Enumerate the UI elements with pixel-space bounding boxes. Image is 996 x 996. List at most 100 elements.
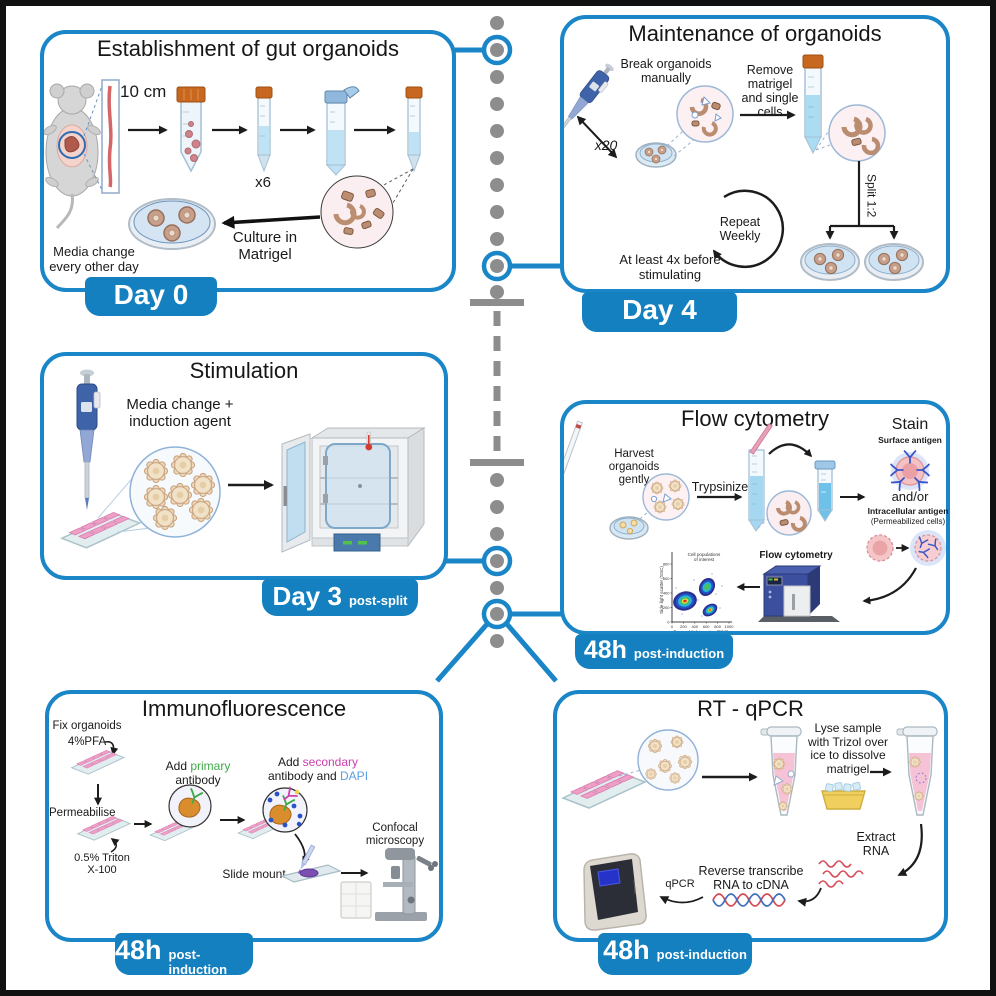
svg-text:0: 0 (671, 624, 674, 629)
svg-text:600: 600 (663, 576, 670, 581)
surface-antigen-label: Surface antigen (878, 435, 942, 445)
svg-text:0: 0 (667, 620, 670, 625)
density-cluster (702, 603, 718, 617)
svg-text:400: 400 (691, 624, 698, 629)
confocal-microscope-icon (340, 848, 438, 921)
panel-establishment: Establishment of gut organoids (40, 30, 456, 292)
incubator-icon (281, 427, 426, 553)
trypsin-tube-icon (748, 423, 773, 532)
timeline-dots (490, 16, 504, 648)
svg-text:800: 800 (663, 562, 670, 567)
split-branch-lines (830, 161, 894, 228)
density-cluster (698, 577, 716, 597)
rna-strands-icon (818, 860, 864, 888)
maintenance-illustration (564, 54, 924, 281)
magnify-line (639, 510, 650, 520)
chamber-slide-icon (78, 816, 130, 840)
magnify-line (97, 473, 137, 519)
panel-immunofluorescence-title: Immunofluorescence (141, 696, 347, 721)
petri-dish-icon (128, 198, 216, 250)
pfa-label: 4%PFA (67, 736, 107, 748)
chamber-slide-icon (72, 750, 124, 774)
split-ratio-label: Split 1:2 (864, 174, 879, 218)
x-tick-labels: 0 200 400 600 800 1000 (671, 624, 734, 629)
double-arrow-icon (576, 115, 618, 159)
machine-label: Flow cytometry (759, 550, 833, 561)
culture-matrigel-label: Culture in Matrigel (232, 229, 298, 263)
repeat-cycle-arrow-icon (712, 189, 785, 269)
media-change-label: Media change every other day (49, 244, 139, 274)
cdna-helix-icon (712, 893, 786, 907)
panel-stimulation-title: Stimulation (189, 358, 299, 383)
media-induction-label: Media change + induction agent (126, 396, 234, 430)
svg-text:1000: 1000 (725, 624, 735, 629)
establishment-illustration (44, 79, 423, 250)
panel-flow-cytometry-title: Flow cytometry (681, 406, 829, 431)
panel-establishment-title: Establishment of gut organoids (96, 36, 400, 61)
mini-dish-icon (635, 142, 677, 168)
panel-immunofluorescence: Immunofluorescence (45, 690, 443, 942)
intracellular-stain-cell-icon (910, 530, 946, 566)
day4-badge: Day 4 (582, 292, 737, 332)
split-dish-icon (800, 243, 860, 281)
panel-rt-qpcr: RT - qPCR (553, 690, 948, 942)
qpcr-label: qPCR (665, 878, 695, 890)
stimulation-illustration (44, 369, 426, 553)
curved-arrow-icon (897, 823, 923, 876)
lyse-label: Lyse sample with Trizol over ice to diss… (807, 721, 889, 776)
magnify-line (666, 130, 684, 147)
intestine-strip-icon (101, 79, 120, 194)
primary-antibody-zoom-icon (168, 784, 212, 828)
panel-flow-cytometry: Flow cytometry (560, 400, 950, 635)
magnify-line (815, 143, 834, 151)
curved-arrow-icon (110, 838, 120, 853)
timeline-connectors (435, 47, 562, 683)
y-axis-label: Side light scatter (SSC) (659, 566, 664, 614)
x-axis-label: Forward light scatter (FSC) (673, 630, 729, 632)
fix-organoids-label: Fix organoids (52, 720, 122, 732)
day0-badge: Day 0 (85, 277, 217, 316)
harvest-label: Harvest organoids gently (608, 448, 660, 486)
organoids-zoom-icon (637, 729, 699, 791)
falcon-tube-icon (802, 54, 824, 155)
falcon-tube-tissue-icon (176, 86, 206, 173)
flow-48h-badge: 48h post-induction (575, 634, 733, 669)
panel-stimulation: Stimulation (40, 352, 448, 580)
trypsinize-label: Trypsinize (691, 480, 749, 494)
flow-cytometer-icon (758, 565, 840, 622)
at-least-label: At least 4x before stimulating (619, 252, 721, 282)
surface-stain-cell-icon (890, 450, 930, 492)
curved-arrow-icon (768, 443, 813, 458)
magnify-line (381, 168, 414, 187)
svg-text:200: 200 (663, 605, 670, 610)
immunofluorescence-illustration (49, 740, 438, 921)
arrow-icon (221, 215, 321, 229)
svg-text:400: 400 (663, 591, 670, 596)
confocal-label: Confocal microscopy (365, 822, 425, 847)
conical-tube-icon (814, 460, 836, 522)
organoids-zoom-icon (129, 446, 221, 538)
panel-maintenance-title: Maintenance of organoids (628, 21, 882, 46)
flip-cap-tube-icon (324, 86, 360, 176)
repeat-weekly-label: Repeat Weekly (719, 215, 761, 244)
organoid-pieces-zoom-icon (828, 104, 886, 162)
stain-label: Stain (891, 416, 929, 433)
harvest-dish-icon (609, 516, 649, 540)
magnify-line (117, 527, 151, 533)
curved-arrow-icon (294, 833, 310, 865)
secondary-antibody-zoom-icon (262, 786, 308, 833)
mouse-icon (44, 83, 103, 229)
qpcr-machine-icon (583, 853, 647, 931)
curved-arrow-icon (659, 896, 704, 905)
magnify-line (618, 769, 642, 777)
slide-mount-label: Slide mount (222, 867, 286, 881)
magnify-line (673, 138, 696, 157)
svg-text:600: 600 (703, 624, 710, 629)
permeabilized-cell-icon (866, 534, 894, 562)
add-primary-label: Add primary antibody (165, 759, 231, 787)
split-dish-icon (864, 243, 924, 281)
y-tick-labels: 0 200 400 600 800 (663, 562, 670, 625)
organoids-zoom-icon (642, 473, 690, 521)
pipette-icon (564, 60, 619, 152)
